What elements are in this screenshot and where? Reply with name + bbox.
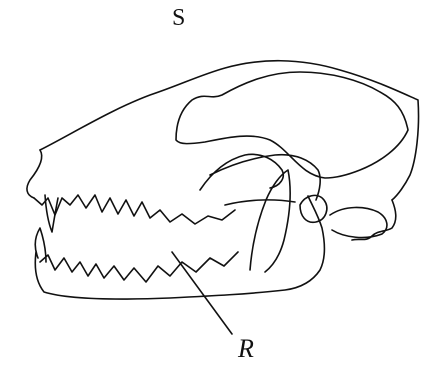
cranium-outline [40,61,419,200]
zygomatic-arch [210,155,320,200]
occipital-outline [352,200,396,240]
label-s: S [172,6,185,30]
orbit-outline [200,154,283,190]
label-r: R [238,336,254,362]
ramus-outline [250,170,290,272]
pointer-line [172,252,232,334]
lower-tooth-row [40,252,238,282]
lower-canine [35,228,46,262]
zygoma-lower [225,200,295,205]
upper-tooth-row [34,195,235,224]
temporal-fossa [176,72,408,178]
snout-upper [27,150,42,198]
